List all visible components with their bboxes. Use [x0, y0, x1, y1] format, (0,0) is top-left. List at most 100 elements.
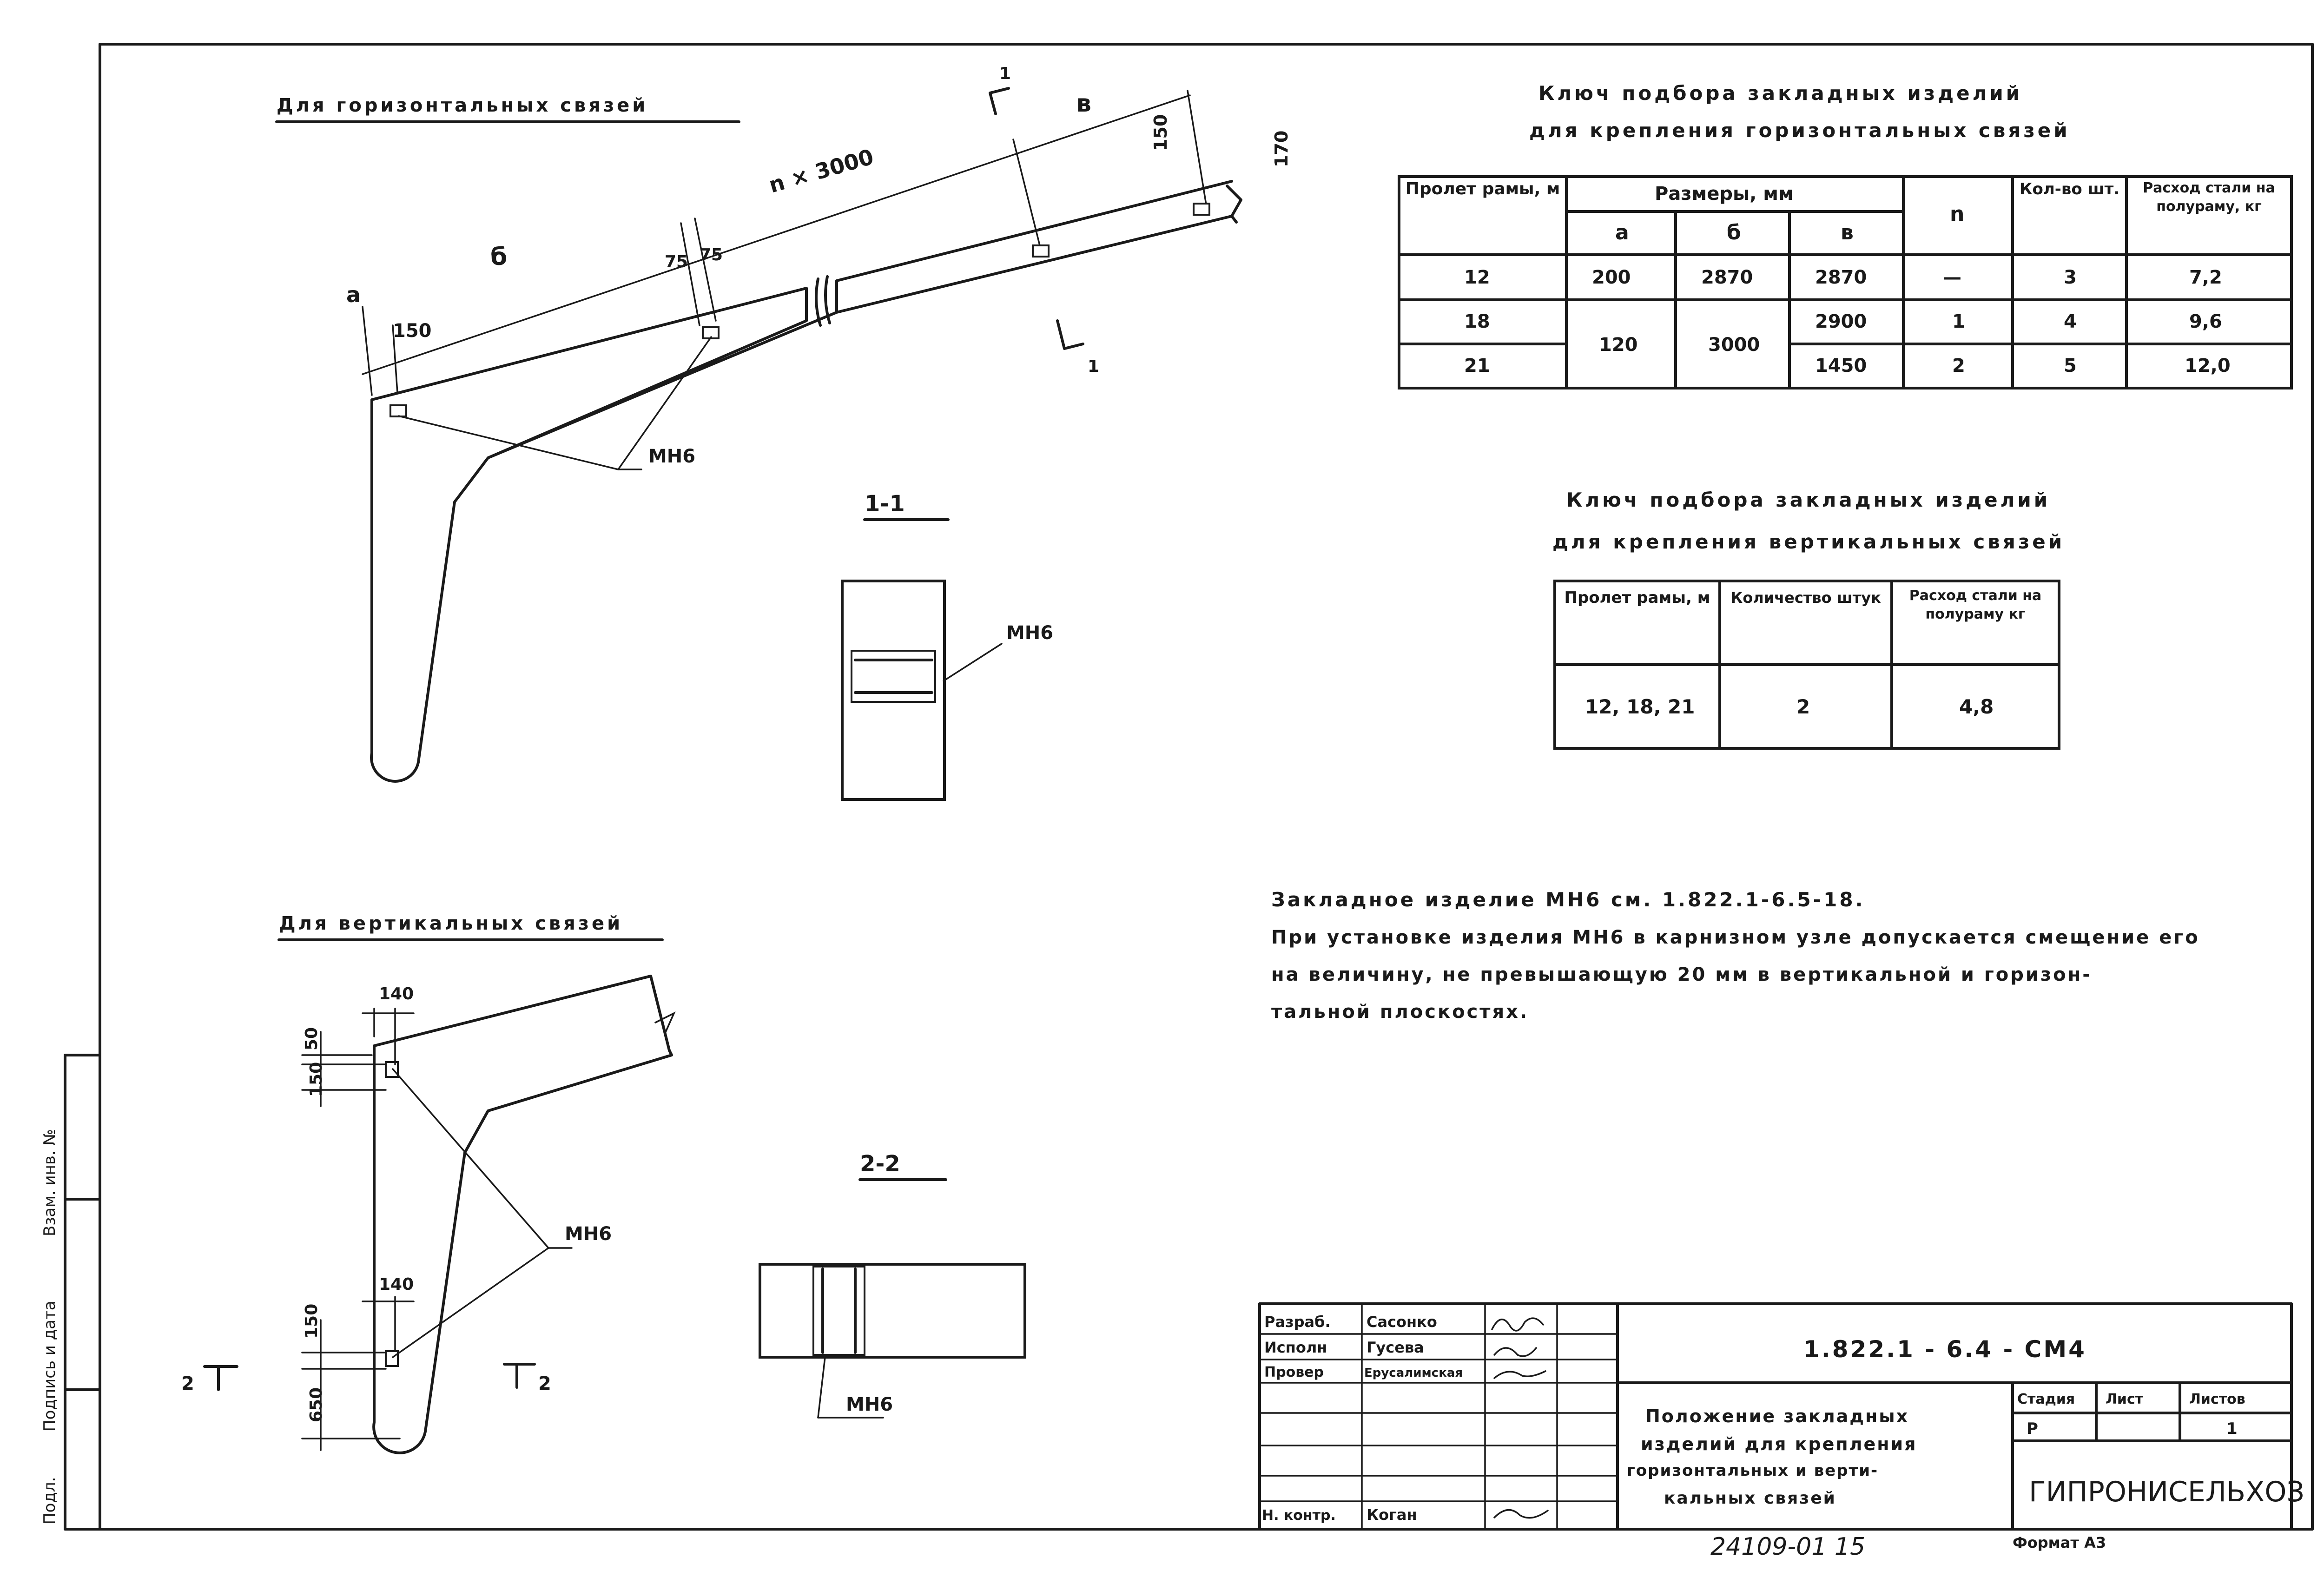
- stamp-role-exec: Исполн: [1264, 1339, 1327, 1356]
- stamp-title-1: Положение закладных: [1645, 1406, 1909, 1426]
- label-mn6-v: МН6: [565, 1223, 612, 1245]
- stamp-inv: 24109-01 15: [1710, 1533, 1865, 1561]
- frame-half-vertical: [372, 975, 673, 1454]
- t1-r1-qty: 3: [2064, 267, 2077, 288]
- note-line-3: на величину, не превышающую 20 мм в верт…: [1271, 964, 2092, 985]
- stamp-org: ГИПРОНИСЕЛЬХОЗ: [2029, 1476, 2304, 1508]
- dim-150-right: 150: [1150, 114, 1171, 151]
- stamp-title-4: кальных связей: [1664, 1489, 1836, 1508]
- t1-r3-v: 1450: [1815, 355, 1867, 376]
- cut-1-bottom-label: 1: [1088, 357, 1099, 376]
- stamp-name-dev: Сасонко: [1367, 1313, 1437, 1331]
- cut-2-right: [503, 1363, 536, 1389]
- section-1-1-outline: [841, 580, 946, 801]
- break-mark-vert: [654, 1011, 676, 1035]
- dim-b: б: [490, 243, 507, 271]
- cut-2-left-label: 2: [181, 1373, 194, 1394]
- stamp-h-sheet: Лист: [2106, 1391, 2144, 1407]
- margin-strip: Подл. Подпись и дата Взам. инв. №: [40, 1054, 101, 1531]
- margin-cell-1: Подл.: [40, 1477, 59, 1525]
- margin-cell-2: Подпись и дата: [40, 1300, 59, 1432]
- stamp-role-norm: Н. контр.: [1262, 1507, 1336, 1524]
- table2-title-1: Ключ подбора закладных изделий: [1566, 488, 2050, 511]
- t1-r3-qty: 5: [2064, 355, 2077, 376]
- stamp-sheets: 1: [2226, 1419, 2238, 1438]
- plate-h-4: [1193, 203, 1210, 216]
- table1-h-n: n: [1950, 202, 1964, 226]
- t2-steel: 4,8: [1959, 695, 1994, 718]
- table1-title-2: для крепления горизонтальных связей: [1529, 119, 2070, 142]
- t1-r2-span: 18: [1464, 311, 1490, 332]
- label-mn6-s2: МН6: [846, 1394, 893, 1415]
- t1-r3-n: 2: [1952, 355, 1965, 376]
- table1-h-sizes: Размеры, мм: [1655, 183, 1794, 205]
- table1: [1398, 175, 2293, 389]
- t2-span: 12, 18, 21: [1585, 695, 1695, 718]
- cut-1-top-label: 1: [999, 64, 1011, 83]
- dim-650: 650: [307, 1387, 326, 1422]
- signatures: [1491, 1317, 1549, 1519]
- vertical-title: Для вертикальных связей: [279, 913, 623, 934]
- margin-cell-3: Взам. инв. №: [40, 1129, 59, 1236]
- stamp-h-stage: Стадия: [2017, 1391, 2075, 1407]
- table2-h-qty: Количество штук: [1730, 589, 1881, 607]
- section-2-2-outline: [759, 1263, 1026, 1359]
- stamp-format: Формат А3: [2013, 1534, 2106, 1551]
- table1-h-b: б: [1727, 221, 1741, 244]
- table2-h-span: Пролет рамы, м: [1564, 588, 1710, 607]
- t1-r2-qty: 4: [2064, 311, 2077, 332]
- t1-r1-span: 12: [1464, 267, 1490, 288]
- table1-h-a: а: [1615, 221, 1629, 244]
- cut-2-right-label: 2: [538, 1373, 551, 1394]
- cut-2-left: [203, 1365, 238, 1391]
- table2-title-2: для крепления вертикальных связей: [1552, 530, 2065, 553]
- dim-n3000: n × 3000: [766, 144, 876, 198]
- dim-170: 170: [1271, 131, 1292, 167]
- dim-75-a: 75: [665, 252, 688, 271]
- dim-150-b: 150: [302, 1304, 321, 1339]
- dim-line-main: [362, 94, 1191, 375]
- stamp-name-exec: Гусева: [1367, 1339, 1424, 1356]
- t1-r3-steel: 12,0: [2185, 355, 2231, 376]
- t1-r3-span: 21: [1464, 355, 1490, 376]
- stamp-code: 1.822.1 - 6.4 - СМ4: [1803, 1336, 2086, 1363]
- plate-v-1: [385, 1061, 399, 1078]
- cut-1-bottom: [1056, 319, 1084, 350]
- dim-75-b: 75: [700, 245, 723, 264]
- section-2-2-title: 2-2: [860, 1151, 900, 1177]
- stamp-stage: Р: [2027, 1419, 2038, 1438]
- dim-150-left: 150: [393, 320, 432, 342]
- note-line-4: тальной плоскостях.: [1271, 1001, 1529, 1023]
- plate-v-2: [385, 1350, 399, 1367]
- label-mn6-s1: МН6: [1006, 622, 1053, 644]
- t1-r1-n: —: [1943, 267, 1961, 288]
- stamp-title-3: горизонтальных и верти-: [1627, 1461, 1878, 1480]
- section-1-1-plate: [851, 650, 936, 703]
- dim-150-a: 150: [307, 1062, 326, 1097]
- cut-1-top: [989, 87, 1010, 115]
- horizontal-title: Для горизонтальных связей: [277, 95, 648, 116]
- section-1-1-title: 1-1: [865, 491, 905, 517]
- plate-h-3: [1032, 244, 1050, 257]
- t1-r2-a: 120: [1599, 334, 1638, 356]
- table1-h-v: в: [1841, 221, 1854, 244]
- dim-v: в: [1076, 90, 1091, 118]
- stamp-role-dev: Разраб.: [1264, 1313, 1331, 1331]
- t1-r2-v: 2900: [1815, 311, 1867, 332]
- table1-title-1: Ключ подбора закладных изделий: [1538, 82, 2022, 105]
- table2-h-steel: Расход стали на полураму кг: [1909, 587, 2042, 622]
- frame-half-horizontal: [370, 180, 1242, 783]
- dim-50: 50: [302, 1027, 321, 1050]
- t1-r1-v: 2870: [1815, 267, 1867, 288]
- stamp-title-2: изделий для крепления: [1641, 1434, 1917, 1454]
- t1-r2-b: 3000: [1708, 334, 1760, 356]
- t2-qty: 2: [1796, 695, 1810, 718]
- table1-h-span: Пролет рамы, м: [1405, 179, 1560, 198]
- dim-140-bot: 140: [379, 1275, 414, 1294]
- stamp-role-check: Провер: [1264, 1364, 1324, 1380]
- label-mn6-h: МН6: [648, 446, 695, 467]
- table1-h-qty: Кол-во шт.: [2019, 180, 2120, 198]
- table2: [1553, 580, 2060, 750]
- dim-a: а: [346, 282, 361, 307]
